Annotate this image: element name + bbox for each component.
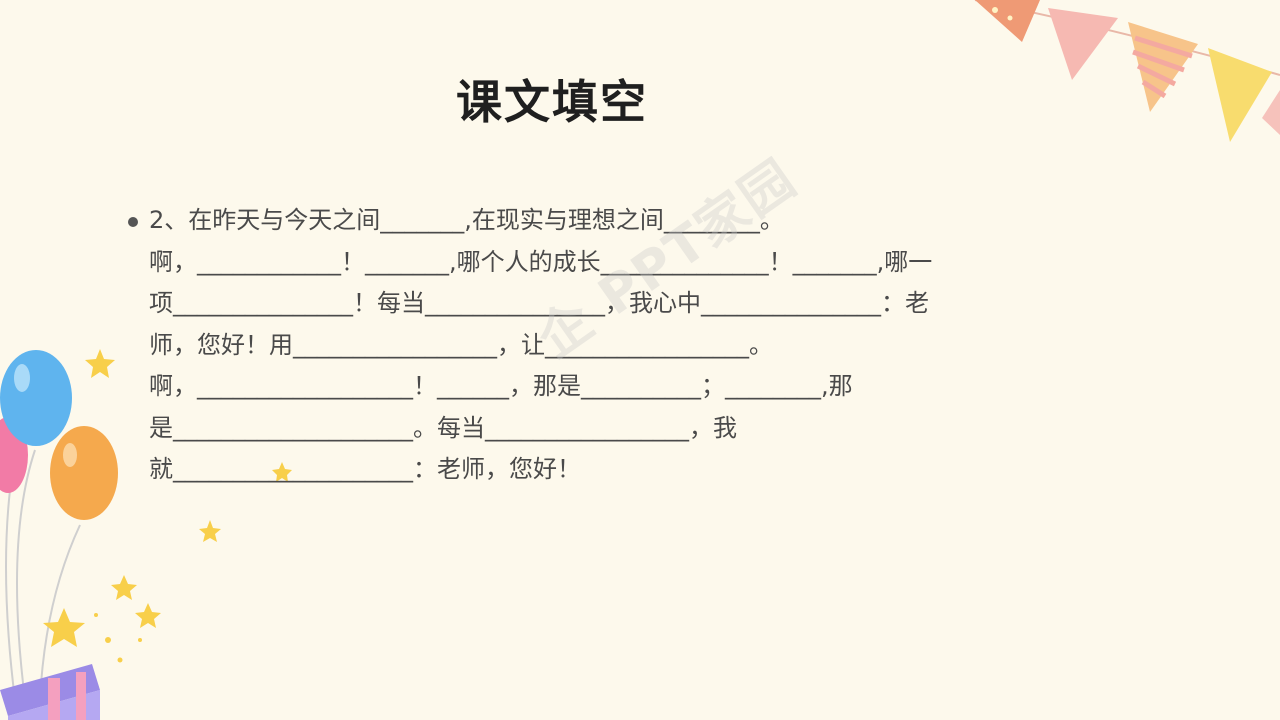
blue-balloon-highlight xyxy=(14,364,30,392)
balloon-string xyxy=(5,489,16,701)
star-icon xyxy=(43,608,85,647)
balloon-string xyxy=(39,524,81,701)
exercise-line: 是____________________。每当________________… xyxy=(149,413,737,442)
bunting-dot xyxy=(992,7,998,13)
exercise-line: 就____________________：老师，您好！ xyxy=(149,455,581,483)
blue-balloon-icon xyxy=(0,350,72,446)
orange-balloon-icon xyxy=(50,426,118,520)
exercise-line: 2、在昨天与今天之间_______,在现实与理想之间________。 xyxy=(149,206,784,234)
star-icon xyxy=(135,603,161,628)
exercise-text: 2、在昨天与今天之间_______,在现实与理想之间________。 啊，__… xyxy=(149,200,1109,491)
star-icon xyxy=(85,349,115,378)
sparkle-dot xyxy=(138,638,142,642)
bunting-stripes xyxy=(1132,35,1193,99)
exercise-line: 啊，____________！_______,哪个人的成长___________… xyxy=(149,247,933,276)
sparkle-dot xyxy=(105,637,111,643)
bullet-dot-icon xyxy=(128,217,138,227)
exercise-line: 师，您好！用_________________，让_______________… xyxy=(149,330,773,359)
bunting-flag-orange-icon xyxy=(975,0,1040,42)
bunting-dot xyxy=(1007,15,1013,21)
gift-ribbon xyxy=(48,678,60,720)
bunting-flag-partial-icon xyxy=(1262,90,1280,135)
exercise-line: 项_______________！每当_______________，我心中__… xyxy=(149,289,929,317)
page-title: 课文填空 xyxy=(456,75,648,129)
bunting-flag-pink-icon xyxy=(1048,8,1118,80)
balloon-string xyxy=(16,449,36,701)
bunting-flag-striped-icon xyxy=(1128,22,1198,112)
sparkle-dot xyxy=(94,613,98,617)
star-icon xyxy=(199,520,221,542)
sparkle-dot xyxy=(117,657,123,663)
orange-balloon-highlight xyxy=(63,443,77,467)
gift-ribbon xyxy=(76,672,86,720)
bunting-flag-yellow-icon xyxy=(1208,48,1272,142)
exercise-line: 啊，__________________！______，那是__________… xyxy=(149,372,853,400)
star-icon xyxy=(111,575,137,600)
star-icon xyxy=(272,462,292,482)
